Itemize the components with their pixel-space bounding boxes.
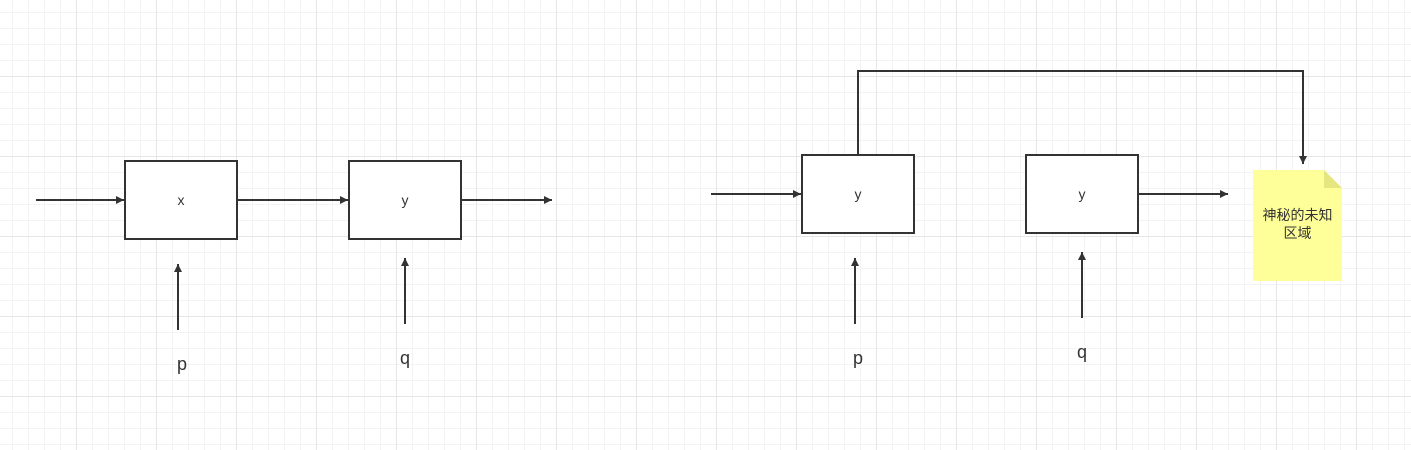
sticky-note-text: 神秘的未知区域 [1262,207,1333,241]
sticky-note-shape [1253,170,1342,281]
input-label-q: q [399,348,410,368]
process-box-y-label: y [401,192,409,208]
process-box-y2[interactable]: y [1025,154,1139,234]
process-box-x-label: x [177,192,185,208]
process-box-y1[interactable]: y [801,154,915,234]
process-box-y[interactable]: y [348,160,462,240]
input-label-p-right: p [852,348,863,368]
process-box-y2-label: y [1078,186,1086,202]
process-box-x[interactable]: x [124,160,238,240]
sticky-note[interactable]: 神秘的未知区域 [1253,170,1342,281]
input-label-q-right: q [1076,342,1087,362]
process-box-y1-label: y [854,186,862,202]
input-label-p: p [176,354,187,374]
feedback-arrow-to-note[interactable] [857,70,1307,164]
